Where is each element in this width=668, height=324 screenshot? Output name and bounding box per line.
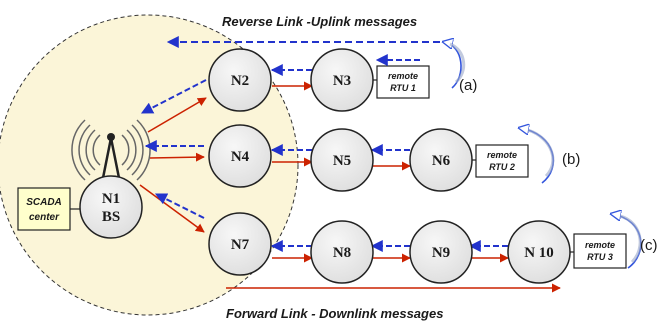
- reverse-link-title: Reverse Link -Uplink messages: [222, 14, 417, 29]
- node-n5: [310, 128, 374, 192]
- node-label: N 10: [524, 245, 554, 261]
- node-label: N4: [231, 149, 250, 165]
- base-station-label: N1: [102, 191, 120, 207]
- node-n2: [208, 48, 272, 112]
- downlink-arrow: [149, 152, 205, 162]
- rtu-label: RTU 1: [390, 83, 416, 93]
- base-station-node: [79, 175, 143, 239]
- antenna-icon: [71, 119, 151, 181]
- scada-label: SCADA: [26, 197, 62, 208]
- scada-label-center: center: [29, 212, 60, 223]
- remote-rtu-3: [573, 233, 627, 269]
- message-origin-arrow-tail: [527, 128, 555, 178]
- rtu-label: RTU 3: [587, 252, 613, 262]
- case-label-c: (c): [640, 237, 658, 254]
- case-label-b: (b): [562, 151, 580, 168]
- node-n7: [208, 212, 272, 276]
- node-label: N2: [231, 73, 249, 89]
- rtu-label: remote: [388, 71, 418, 81]
- node-label: N6: [432, 153, 451, 169]
- node-label: N5: [333, 153, 351, 169]
- node-n9: [409, 220, 473, 284]
- node-label: N7: [231, 237, 250, 253]
- message-origin-arrow-tail: [619, 214, 642, 264]
- base-station-label-bs: BS: [102, 209, 120, 225]
- forward-link-title: Forward Link - Downlink messages: [226, 306, 443, 321]
- scada-center-box: [17, 187, 71, 231]
- node-n4: [208, 124, 272, 188]
- node-label: N3: [333, 73, 351, 89]
- message-origin-arrow-tail: [449, 42, 466, 84]
- downlink-arrow: [139, 184, 205, 233]
- case-label-a: (a): [459, 77, 477, 94]
- rtu-label: remote: [487, 150, 517, 160]
- node-label: N9: [432, 245, 450, 261]
- remote-rtu-1: [376, 65, 430, 99]
- rtu-label: RTU 2: [489, 162, 515, 172]
- node-label: N8: [333, 245, 351, 261]
- rtu-label: remote: [585, 240, 615, 250]
- downlink-arrow: [147, 97, 207, 133]
- node-n8: [310, 220, 374, 284]
- remote-rtu-2: [475, 144, 529, 178]
- message-origin-arrow: [444, 42, 462, 89]
- uplink-arrow: [140, 79, 207, 114]
